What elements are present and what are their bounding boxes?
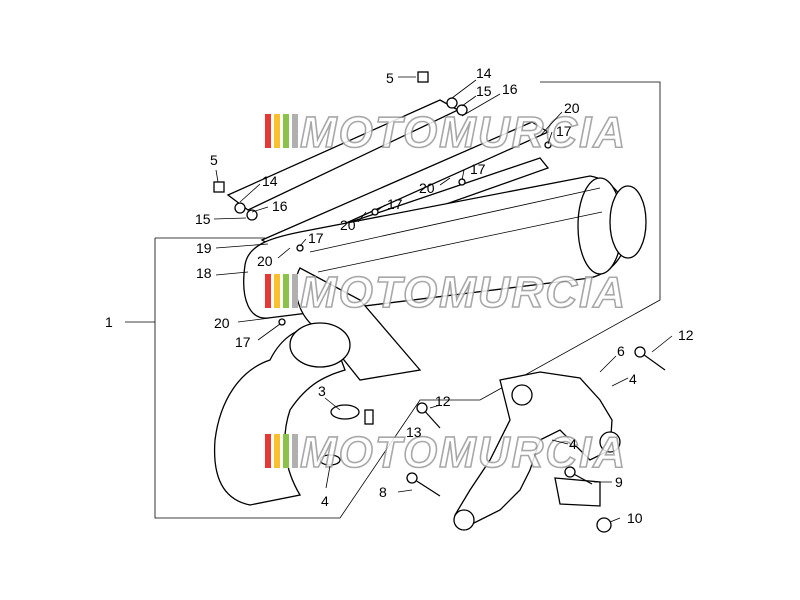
callout-9: 9 (615, 474, 623, 490)
bolt-8 (406, 472, 441, 497)
callout-3: 3 (318, 383, 326, 399)
assembly-bracket (125, 81, 661, 519)
bolt-9 (564, 466, 593, 485)
callout-17-c: 17 (387, 196, 403, 212)
callout-20-c: 20 (340, 217, 356, 233)
watermark-middle: MOTOMURCIA (265, 267, 627, 318)
callout-19: 19 (196, 240, 212, 256)
callout-20-e: 20 (214, 315, 230, 331)
callout-12-lower: 12 (435, 393, 451, 409)
bolt-12-lower (416, 402, 441, 429)
exhaust-pipe (213, 322, 351, 506)
washers-14-15 (234, 97, 468, 221)
callout-17-e: 17 (235, 334, 251, 350)
callout-10: 10 (627, 510, 643, 526)
callout-15-left: 15 (195, 211, 211, 227)
gasket-4 (319, 454, 341, 466)
callout-6: 6 (617, 343, 625, 359)
nut-10 (596, 517, 612, 533)
callout-4-bracket-lower: 4 (569, 436, 577, 452)
callout-17-a: 17 (556, 123, 572, 139)
callout-18: 18 (196, 265, 212, 281)
mounting-bracket (453, 371, 621, 531)
callout-5-top: 5 (386, 70, 394, 86)
callout-14-top: 14 (476, 65, 492, 81)
callout-20-b: 20 (419, 180, 435, 196)
callout-20-a: 20 (564, 100, 580, 116)
callout-13: 13 (406, 424, 422, 440)
callout-8: 8 (379, 484, 387, 500)
callout-5-left: 5 (210, 152, 218, 168)
callout-16-top: 16 (502, 81, 518, 97)
leader-lines (213, 76, 673, 523)
callout-4-gasket: 4 (321, 493, 329, 509)
callout-20-d: 20 (257, 253, 273, 269)
callout-1: 1 (105, 314, 113, 330)
callout-17-d: 17 (308, 230, 324, 246)
bolt-5-top (417, 71, 429, 83)
callout-15-top: 15 (476, 83, 492, 99)
bolt-5-left (213, 181, 225, 193)
callout-14-left: 14 (262, 173, 278, 189)
callout-12-upper: 12 (678, 327, 694, 343)
watermark-bottom: MOTOMURCIA (265, 427, 627, 478)
callout-labels: 1 3 4 4 4 5 5 6 8 9 10 12 12 13 14 14 15… (105, 65, 694, 526)
callout-4-bracket-upper: 4 (629, 371, 637, 387)
callout-16-left: 16 (272, 198, 288, 214)
watermark-text: MOTOMURCIA (300, 428, 627, 477)
watermark-text: MOTOMURCIA (300, 268, 627, 317)
bolt-12-upper (634, 346, 666, 371)
silencer-body (243, 175, 647, 381)
screws-17-20 (278, 141, 552, 326)
callout-17-b: 17 (470, 161, 486, 177)
